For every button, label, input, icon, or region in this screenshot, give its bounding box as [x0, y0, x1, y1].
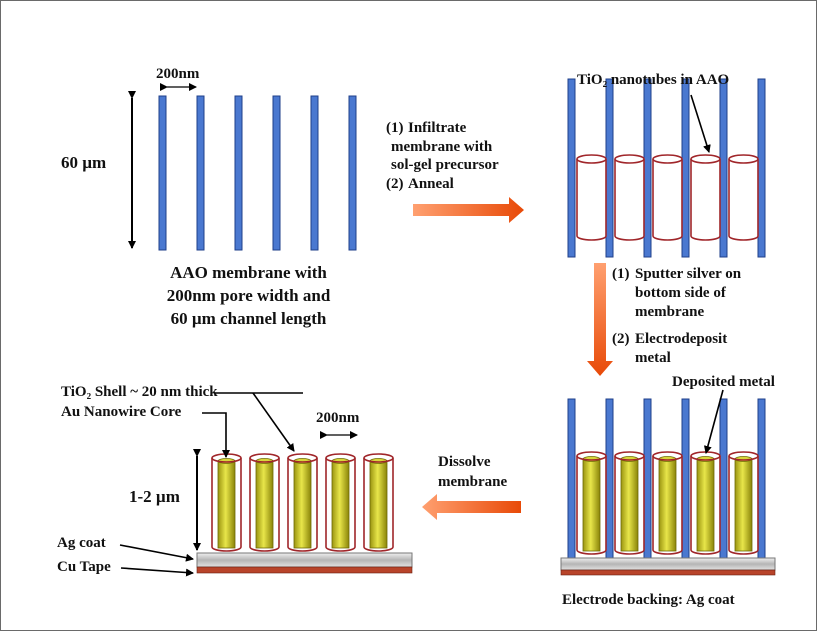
electrodeposit-step-number: (2)	[612, 331, 630, 347]
electrodeposit-step-line-2: metal	[635, 350, 671, 366]
process-arrow-down	[587, 263, 613, 376]
shell-pointer-arrow	[252, 392, 295, 452]
aao-caption-line-2: 200nm pore width and	[166, 286, 331, 305]
sputter-step-line-3: membrane	[635, 304, 705, 320]
pore-width-label: 200nm	[156, 66, 200, 82]
infiltrate-step-number: (1)	[386, 120, 404, 136]
cu-tape-label: Cu Tape	[57, 559, 111, 575]
ag-coat-pointer-arrow	[119, 544, 194, 562]
deposited-metal-label: Deposited metal	[672, 374, 775, 390]
core-pointer-arrow	[202, 412, 230, 458]
au-core-label: Au Nanowire Core	[61, 404, 182, 420]
cu-tape-layer	[196, 566, 413, 574]
ag-coat-layer-step3	[560, 557, 776, 571]
anneal-step-number: (2)	[386, 176, 404, 192]
aao-caption-line-3: 60 µm channel length	[170, 309, 327, 328]
ag-coat-layer	[196, 552, 413, 568]
electrodeposit-step-line-1: Electrodeposit	[635, 331, 728, 347]
anneal-step-label: Anneal	[408, 176, 454, 192]
sputter-step-line-2: bottom side of	[635, 285, 726, 301]
cu-tape-pointer-arrow	[120, 567, 194, 577]
dissolve-step-line-1: Dissolve	[438, 454, 491, 470]
infiltrate-step-line-3: sol-gel precursor	[391, 157, 499, 173]
aao-membrane-walls-step2	[567, 78, 766, 258]
dissolve-step-line-2: membrane	[438, 474, 508, 490]
spacing-label: 200nm	[316, 410, 360, 426]
process-arrow-left	[422, 494, 521, 520]
aao-caption: AAO membrane with 200nm pore width and 6…	[126, 261, 371, 330]
aao-membrane-walls	[158, 95, 357, 251]
channel-length-label: 60 µm	[61, 153, 107, 172]
tio2-shell-label: TiO₂ Shell ~ 20 nm thick	[61, 384, 218, 400]
aao-caption-line-1: AAO membrane with	[170, 263, 327, 282]
tio2-nanotubes-label: TiO₂ nanotubes in AAO	[577, 72, 730, 88]
sputter-step-line-1: Sputter silver on	[635, 266, 742, 282]
ag-coat-label: Ag coat	[57, 535, 106, 551]
core-shell-nanowires	[211, 453, 394, 552]
electrode-backing-layer	[560, 569, 776, 576]
height-label: 1-2 µm	[129, 487, 180, 506]
tio2-nanotubes-step3	[576, 451, 759, 555]
tio2-nanotubes	[576, 154, 759, 241]
process-arrow-right	[413, 197, 524, 223]
nanotube-pointer-arrow	[690, 94, 711, 153]
infiltrate-step-line-1: Infiltrate	[408, 120, 467, 136]
electrode-backing-label: Electrode backing: Ag coat	[562, 592, 735, 608]
deposited-metal-pointer-arrow	[703, 389, 724, 454]
infiltrate-step-line-2: membrane with	[391, 139, 493, 155]
sputter-step-number: (1)	[612, 266, 630, 282]
